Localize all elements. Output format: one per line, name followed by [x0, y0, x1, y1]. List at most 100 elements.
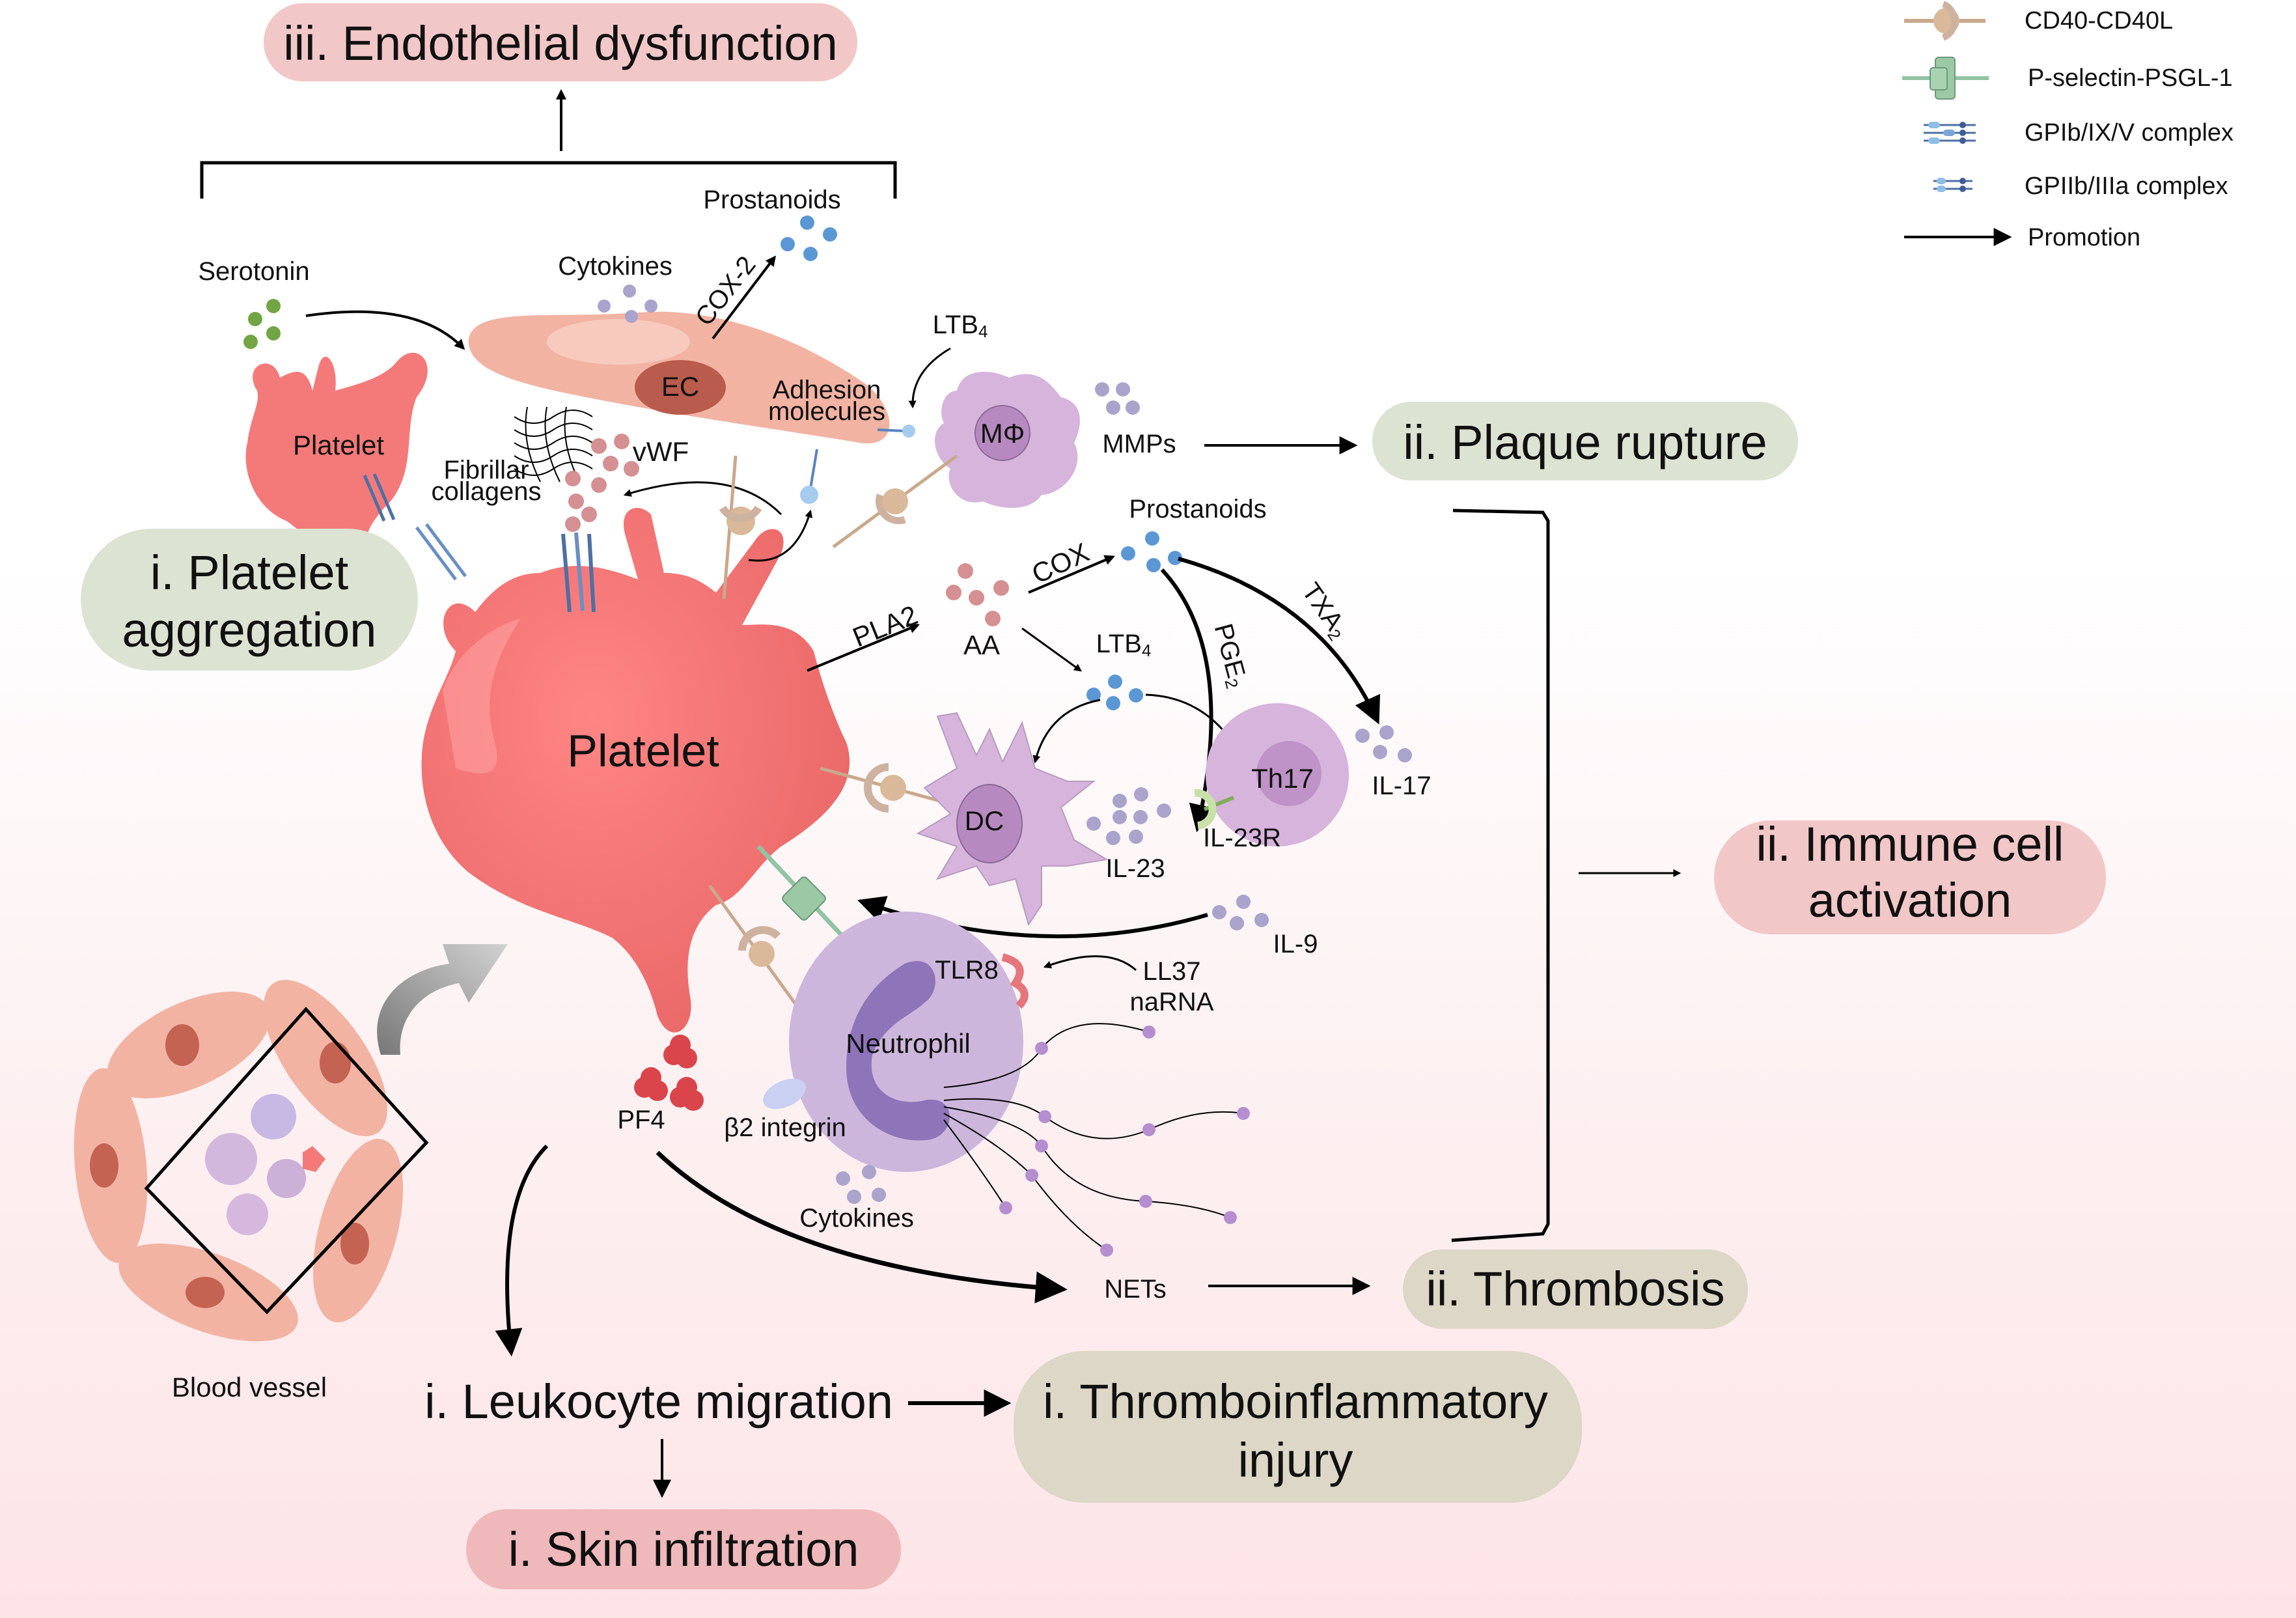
arrow-serotonin-to-ec — [305, 310, 465, 350]
legend-item-gpib: GPIb/IX/V complex — [1924, 119, 2234, 146]
label-adhesion-2: molecules — [768, 397, 885, 426]
outcome-label-line1: i. Thromboinflammatory — [1043, 1374, 1548, 1429]
outcome-label: ii. Thrombosis — [1426, 1262, 1724, 1316]
bracket-right — [1451, 509, 1550, 1242]
legend: CD40-CD40L P-selectin-PSGL-1 GPI — [1902, 1, 2234, 251]
gpib-ix-v-icon — [1924, 122, 1976, 144]
label-macrophage: MΦ — [980, 418, 1025, 449]
outcome-label-line2: aggregation — [122, 603, 377, 657]
outcome-label-line1: i. Platelet — [150, 546, 349, 600]
cytokine-dots — [598, 285, 657, 323]
outcome-pill — [466, 1509, 901, 1589]
outcome-pill — [1714, 820, 2106, 934]
label-b2-integrin: β2 integrin — [724, 1113, 846, 1142]
legend-item-gpiib: GPIIb/IIIa complex — [1933, 173, 2228, 200]
label-il9: IL-9 — [1273, 930, 1318, 958]
outcome-pill — [264, 3, 857, 81]
zoom-in-arrow-icon — [377, 944, 508, 1055]
pf4-molecules — [634, 1035, 704, 1111]
outcome-label-line2: activation — [1808, 873, 2012, 927]
label-cytokines-bottom: Cytokines — [799, 1204, 914, 1233]
outcome-label-line1: ii. Immune cell — [1756, 817, 2064, 871]
legend-item-cd40: CD40-CD40L — [1904, 1, 2173, 41]
macrophage-cell: MΦ — [935, 372, 1080, 508]
arrow-cox2 — [712, 255, 776, 340]
label-blood-vessel: Blood vessel — [172, 1372, 327, 1402]
mmp-dots — [1095, 382, 1140, 415]
cytokine-dots — [836, 1165, 886, 1204]
label-cox: COX — [1027, 537, 1094, 589]
label-il23: IL-23 — [1105, 854, 1165, 883]
outcome-label: ii. Plaque rupture — [1403, 415, 1767, 469]
label-dc: DC — [965, 805, 1004, 836]
gpib-ix-v-icon — [363, 473, 396, 522]
label-serotonin: Serotonin — [198, 257, 309, 286]
outcome-plaque-rupture: ii. Plaque rupture — [1372, 402, 1798, 481]
label-narna: naRNA — [1130, 988, 1214, 1016]
dendritic-cell: DC — [916, 712, 1109, 927]
arrow-to-vwf — [623, 481, 782, 516]
arrow-ltb4-to-dc — [1032, 699, 1101, 764]
outcome-thromboinflammatory-injury: i. Thromboinflammatory injury — [1014, 1351, 1582, 1503]
outcome-pill — [1014, 1351, 1582, 1503]
outcome-label: i. Skin infiltration — [508, 1522, 859, 1576]
cd40-cd40l-icon — [719, 455, 762, 600]
nets-strands — [943, 1023, 1250, 1257]
gpib-ix-v-icon — [561, 532, 596, 613]
outcome-thrombosis: ii. Thrombosis — [1403, 1249, 1748, 1329]
label-tlr8: TLR8 — [935, 956, 999, 984]
outcome-pill — [1372, 402, 1798, 481]
arrow-ll37-to-tlr8 — [1043, 955, 1137, 971]
label-pge2: PGE2 — [1207, 621, 1253, 691]
legend-label: Promotion — [2028, 224, 2140, 251]
gpiib-iiia-icon — [1933, 178, 1972, 192]
label-il17: IL-17 — [1372, 772, 1431, 800]
outcome-skin-infiltration: i. Skin infiltration — [466, 1509, 901, 1589]
tlr8-receptor — [1001, 953, 1029, 1009]
outcome-label-line2: injury — [1238, 1433, 1353, 1487]
serotonin-dots — [243, 299, 281, 349]
label-mmps: MMPs — [1102, 430, 1176, 458]
outcome-immune-activation: ii. Immune cell activation — [1714, 817, 2106, 934]
legend-label: GPIb/IX/V complex — [2025, 119, 2234, 146]
neutrophil-cell: Neutrophil TLR8 — [763, 912, 1029, 1172]
fibrillar-collagen-mesh — [514, 406, 593, 482]
label-prostanoids-mid: Prostanoids — [1129, 495, 1266, 523]
arrow-aa-to-ltb4 — [1021, 627, 1082, 672]
il23r-receptor — [1194, 788, 1217, 830]
blood-vessel-illustration — [74, 979, 429, 1342]
label-ltb4-mid: LTB4 — [1096, 630, 1152, 660]
legend-item-promotion: Promotion — [1904, 224, 2140, 251]
vwf-dots — [565, 434, 639, 532]
zoom-box — [144, 1007, 429, 1315]
outcome-pill — [81, 529, 418, 671]
endothelial-cell: EC — [468, 311, 890, 444]
label-il23r: IL-23R — [1203, 824, 1281, 852]
prostanoid-dots — [781, 216, 837, 261]
legend-item-pselectin: P-selectin-PSGL-1 — [1902, 57, 2233, 100]
label-aa: AA — [963, 630, 1000, 660]
label-cox2: COX-2 — [690, 251, 762, 331]
legend-label: P-selectin-PSGL-1 — [2028, 64, 2233, 92]
aa-dots — [946, 563, 1009, 626]
arrow-ltb4-to-adhesion — [908, 347, 951, 409]
arrow-to-adhesion — [748, 509, 813, 562]
gpib-ix-v-icon — [415, 523, 467, 581]
arrow-pf4-to-nets — [656, 1151, 1068, 1304]
outcome-endothelial-dysfunction: iii. Endothelial dysfunction — [264, 3, 857, 81]
label-vwf: vWF — [633, 436, 689, 467]
label-cytokines-top: Cytokines — [558, 252, 672, 281]
outcome-leukocyte-migration: i. Leukocyte migration — [424, 1374, 893, 1429]
arrow-pla2 — [807, 623, 920, 672]
arrow-cox — [1028, 555, 1115, 594]
label-pla2: PLA2 — [848, 600, 922, 653]
label-ll37: LL37 — [1143, 957, 1201, 986]
arrow-pf4-to-leukocyte — [495, 1144, 549, 1357]
il23-dots — [1086, 787, 1171, 845]
th17-cell: Th17 — [1194, 703, 1349, 846]
cd40-cd40l-icon — [708, 884, 806, 1017]
p-selectin-psgl1-icon — [756, 844, 858, 953]
label-adhesion-1: Adhesion — [773, 376, 881, 404]
